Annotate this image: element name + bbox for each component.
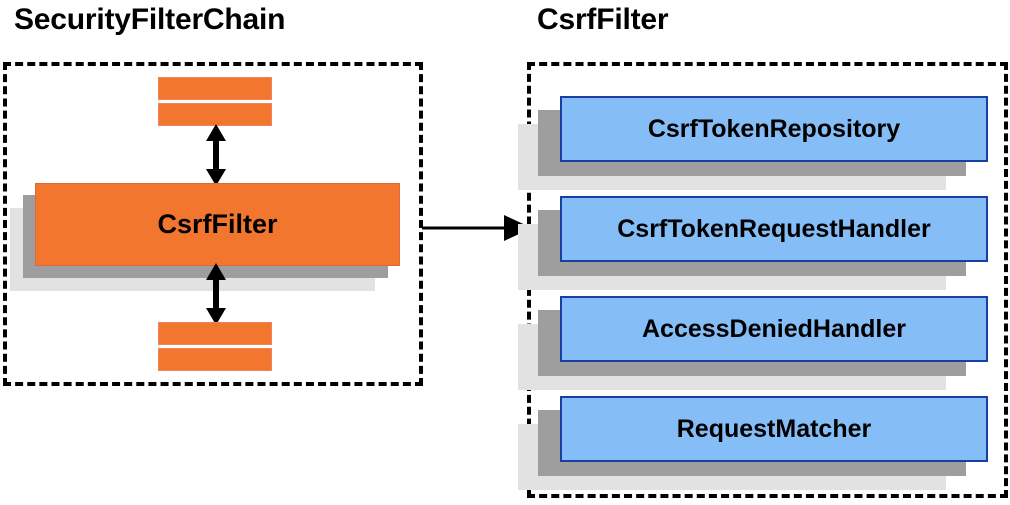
chain-down-arrow-icon: [206, 263, 226, 325]
filter-bar-following-2[interactable]: [158, 348, 272, 371]
collaborator-label: CsrfTokenRepository: [560, 96, 988, 162]
collaborator-label: RequestMatcher: [560, 396, 988, 462]
chain-up-arrow-icon: [206, 124, 226, 186]
expansion-arrow-icon: [422, 215, 532, 241]
collaborator-request-matcher[interactable]: RequestMatcher: [518, 396, 988, 490]
filter-bar-preceding-1[interactable]: [158, 77, 272, 100]
security-filter-chain-container: [3, 62, 423, 386]
csrf-filter-highlighted-block[interactable]: CsrfFilter: [10, 183, 400, 291]
filter-bar-following-1[interactable]: [158, 322, 272, 345]
filter-bar-preceding-2[interactable]: [158, 103, 272, 126]
collaborator-csrf-token-request-handler[interactable]: CsrfTokenRequestHandler: [518, 196, 988, 290]
right-panel-title: CsrfFilter: [537, 3, 669, 36]
collaborator-access-denied-handler[interactable]: AccessDeniedHandler: [518, 296, 988, 390]
collaborator-label: CsrfTokenRequestHandler: [560, 196, 988, 262]
collaborator-label: AccessDeniedHandler: [560, 296, 988, 362]
left-panel-title: SecurityFilterChain: [14, 3, 286, 36]
collaborator-csrf-token-repository[interactable]: CsrfTokenRepository: [518, 96, 988, 190]
csrf-filter-block-label: CsrfFilter: [35, 183, 400, 266]
